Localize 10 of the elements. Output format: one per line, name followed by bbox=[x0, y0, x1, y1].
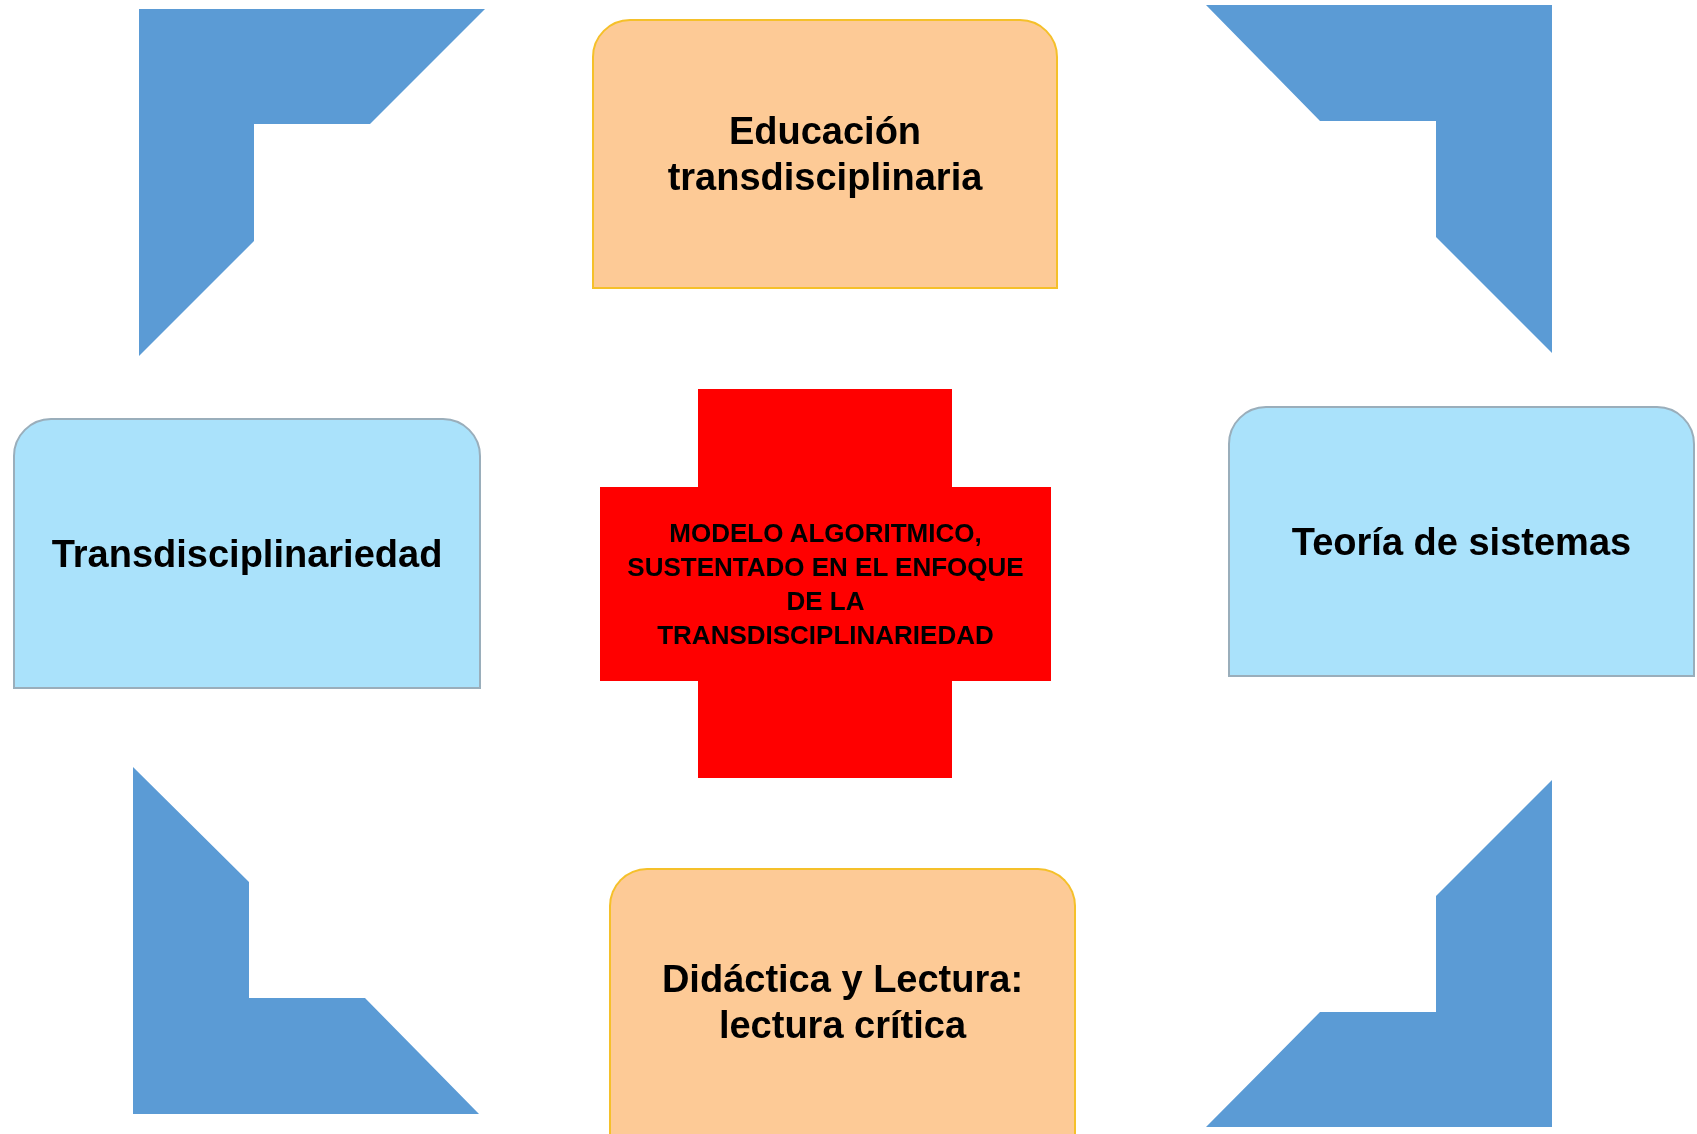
topic-box bbox=[592, 19, 1058, 289]
topic-label: Educación transdisciplinaria bbox=[666, 109, 984, 200]
model-title: MODELO ALGORITMICO, SUSTENTADO EN EL ENFOQUE DE LA TRANSDISCIPLINARIEDAD bbox=[626, 516, 1025, 652]
topic-box bbox=[1228, 406, 1695, 677]
topic-label: Didáctica y Lectura: lectura crítica bbox=[660, 957, 1025, 1048]
topic-label: Transdisciplinariedad bbox=[51, 531, 443, 577]
topic-label: Teoría de sistemas bbox=[1291, 519, 1632, 565]
topic-box bbox=[13, 418, 481, 689]
topic-box bbox=[609, 868, 1076, 1134]
cross-shape bbox=[600, 389, 1051, 778]
